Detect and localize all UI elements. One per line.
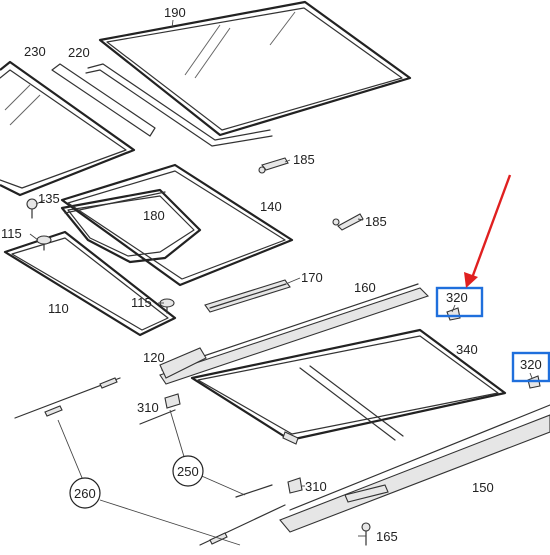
callout-250: 250 bbox=[177, 464, 199, 479]
part-320-clip-left bbox=[446, 307, 461, 321]
callout-230: 230 bbox=[24, 44, 46, 59]
callout-140: 140 bbox=[260, 199, 282, 214]
callout-260: 260 bbox=[74, 486, 96, 501]
part-110-outer-frame bbox=[3, 230, 177, 337]
callout-310-upper: 310 bbox=[137, 400, 159, 415]
part-190-glass-panel bbox=[98, 0, 412, 137]
part-230-side-rail bbox=[51, 63, 156, 137]
part-340-roller-blind bbox=[190, 328, 507, 445]
callout-220: 220 bbox=[68, 45, 90, 60]
callout-115-left: 115 bbox=[1, 226, 22, 241]
callout-320-right: 320 bbox=[520, 357, 542, 372]
part-135-screw bbox=[26, 198, 38, 219]
callout-150: 150 bbox=[472, 480, 494, 495]
part-150-lower-rail bbox=[279, 404, 550, 533]
part-185-clip-upper bbox=[258, 157, 289, 174]
part-115-stop-left bbox=[36, 235, 52, 251]
callout-110: 110 bbox=[48, 301, 69, 316]
callout-170: 170 bbox=[301, 270, 323, 285]
highlight-box-320-right bbox=[511, 351, 550, 383]
part-180-frame bbox=[60, 188, 202, 264]
callout-115-right: 115 bbox=[131, 295, 152, 310]
callout-190: 190 bbox=[164, 5, 186, 20]
part-230-rear-glass bbox=[0, 60, 136, 197]
callout-250-circle: 250 bbox=[172, 455, 204, 487]
part-310-bracket-lower bbox=[287, 477, 303, 494]
callout-185-upper: 185 bbox=[293, 152, 315, 167]
part-160-guide-rail bbox=[159, 283, 430, 385]
callout-120: 120 bbox=[143, 350, 165, 365]
part-170-rail bbox=[204, 279, 291, 313]
callout-260-circle: 260 bbox=[69, 477, 101, 509]
red-arrow-indicator bbox=[464, 174, 512, 288]
part-220-seal-strip bbox=[85, 63, 273, 147]
part-185-clip-lower bbox=[332, 213, 364, 231]
callout-180: 180 bbox=[143, 208, 165, 223]
highlight-box-320-left bbox=[435, 286, 484, 318]
part-250-cable bbox=[139, 409, 273, 498]
part-115-stop-right bbox=[159, 298, 175, 314]
part-310-bracket-upper bbox=[164, 393, 181, 409]
callout-160: 160 bbox=[354, 280, 376, 295]
callout-320-left: 320 bbox=[446, 290, 468, 305]
callout-165: 165 bbox=[376, 529, 398, 544]
callout-labels: 190 230 220 185 185 135 180 140 115 115 … bbox=[1, 5, 542, 544]
callout-340: 340 bbox=[456, 342, 478, 357]
part-140-seal-frame bbox=[60, 163, 294, 287]
callout-185-lower: 185 bbox=[365, 214, 387, 229]
part-165-screw bbox=[361, 522, 371, 546]
part-260-hoses bbox=[14, 377, 286, 546]
callout-135: 135 bbox=[38, 191, 60, 206]
callout-310-lower: 310 bbox=[305, 479, 327, 494]
